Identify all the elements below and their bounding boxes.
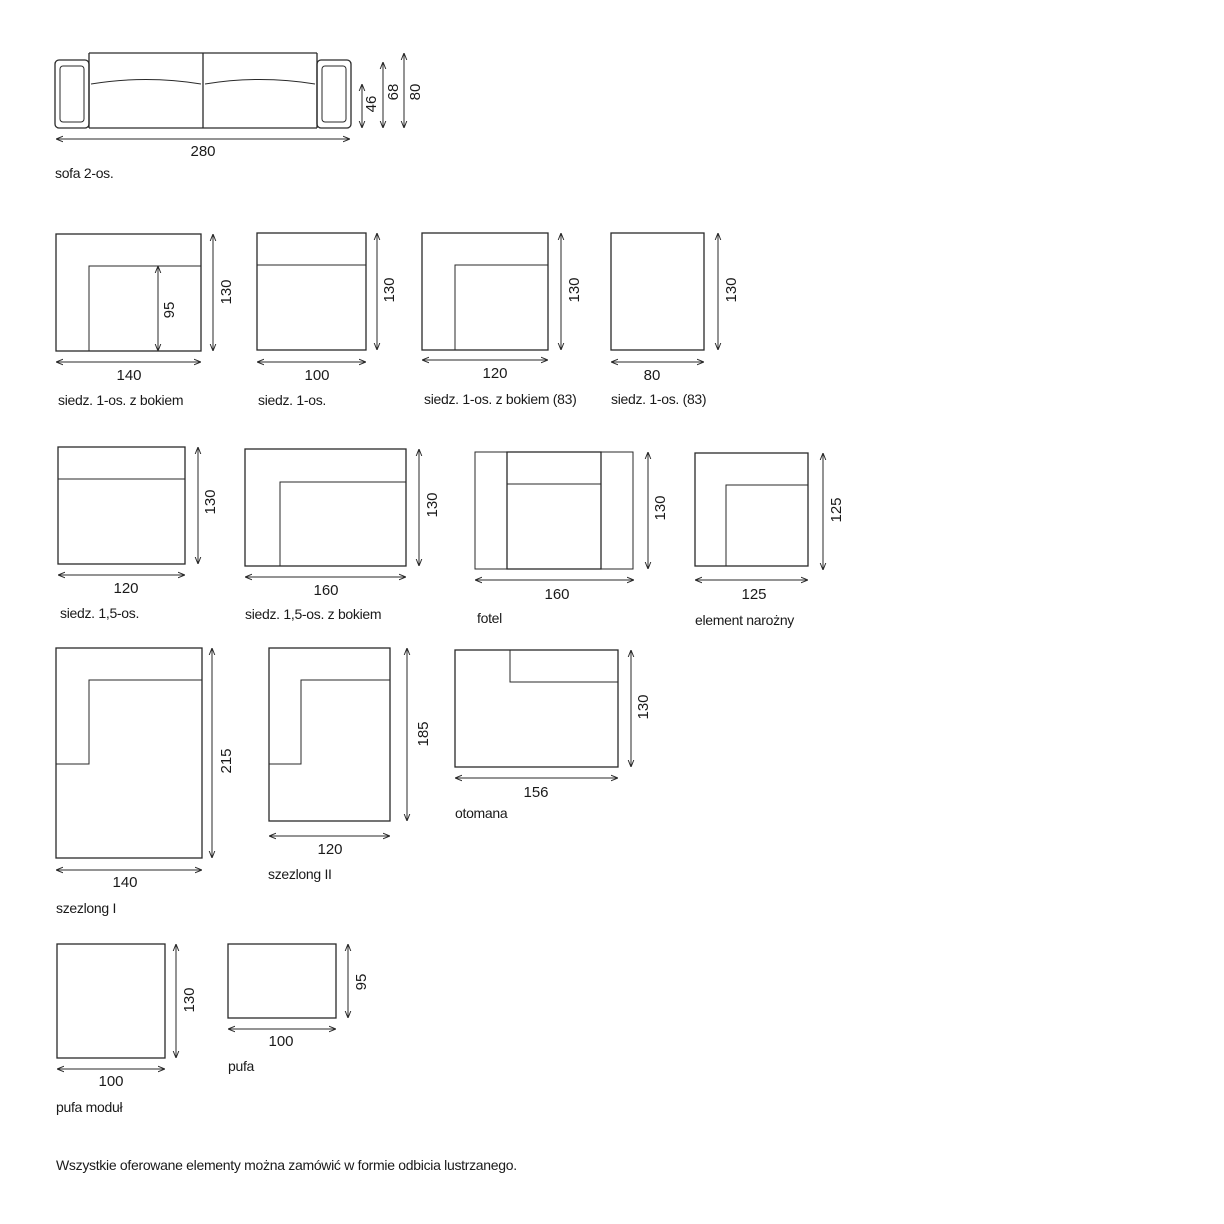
- dim-width: 156: [523, 784, 548, 801]
- dim-height: 68: [385, 84, 402, 101]
- dim-width: 140: [112, 874, 137, 891]
- caption-szezlong-i: szezlong I: [56, 900, 117, 916]
- siedz-15os-z-bokiem-drawing: [244, 448, 407, 567]
- szezlong-ii-drawing: [268, 647, 391, 822]
- caption-siedz-1os-z-bokiem-83: siedz. 1-os. z bokiem (83): [424, 391, 577, 407]
- otomana-drawing: [454, 649, 619, 768]
- siedz-1os-drawing: [256, 232, 367, 351]
- dim-depth: 130: [424, 492, 441, 517]
- pufa-drawing: [227, 943, 337, 1019]
- siedz-1os-z-bokiem-83-drawing: [421, 232, 549, 351]
- dim-depth: 95: [353, 974, 370, 991]
- dim-depth: 130: [723, 277, 740, 302]
- dim-depth: 130: [218, 279, 235, 304]
- dim-width: 120: [317, 841, 342, 858]
- caption-element-narozny: element narożny: [695, 612, 795, 628]
- dim-depth: 215: [218, 748, 235, 773]
- dim-width: 280: [190, 143, 215, 160]
- element-narozny-drawing: [694, 452, 809, 567]
- dim-width: 100: [304, 367, 329, 384]
- dim-depth: 130: [635, 694, 652, 719]
- caption-otomana: otomana: [455, 805, 508, 821]
- dim-depth: 130: [566, 277, 583, 302]
- dim-width: 160: [544, 586, 569, 603]
- dim-depth: 125: [828, 497, 845, 522]
- dim-depth: 130: [202, 489, 219, 514]
- dim-height: 46: [363, 96, 380, 113]
- caption-siedz-1os: siedz. 1-os.: [258, 392, 326, 408]
- dim-width: 125: [741, 586, 766, 603]
- dim-width: 140: [116, 367, 141, 384]
- caption-pufa-modul: pufa moduł: [56, 1099, 123, 1115]
- pufa-modul-drawing: [56, 943, 166, 1059]
- siedz-15os-drawing: [57, 446, 186, 565]
- sofa-2os-drawing: [54, 52, 352, 129]
- fotel-drawing: [474, 451, 634, 570]
- dim-depth: 130: [652, 495, 669, 520]
- caption-szezlong-ii: szezlong II: [268, 866, 332, 882]
- dim-width: 100: [268, 1033, 293, 1050]
- siedz-1os-83-drawing: [610, 232, 705, 351]
- dim-height: 80: [407, 84, 424, 101]
- caption-siedz-15os-z-bokiem: siedz. 1,5-os. z bokiem: [245, 606, 382, 622]
- dim-width: 120: [482, 365, 507, 382]
- caption-fotel: fotel: [477, 610, 502, 626]
- caption-siedz-1os-z-bokiem: siedz. 1-os. z bokiem: [58, 392, 184, 408]
- dim-depth: 185: [415, 721, 432, 746]
- mirror-note: Wszystkie oferowane elementy można zamów…: [56, 1157, 517, 1173]
- dim-width: 100: [98, 1073, 123, 1090]
- dim-width: 120: [113, 580, 138, 597]
- caption-sofa-2os: sofa 2-os.: [55, 165, 114, 181]
- dim-depth: 130: [181, 987, 198, 1012]
- caption-siedz-1os-83: siedz. 1-os. (83): [611, 391, 707, 407]
- caption-pufa: pufa: [228, 1058, 255, 1074]
- dim-width: 80: [644, 367, 661, 384]
- szezlong-i-drawing: [55, 647, 203, 859]
- siedz-1os-z-bokiem-drawing: [55, 233, 202, 352]
- dim-width: 160: [313, 582, 338, 599]
- dim-depth: 130: [381, 277, 398, 302]
- caption-siedz-15os: siedz. 1,5-os.: [60, 605, 140, 621]
- dim-seat: 95: [161, 302, 178, 319]
